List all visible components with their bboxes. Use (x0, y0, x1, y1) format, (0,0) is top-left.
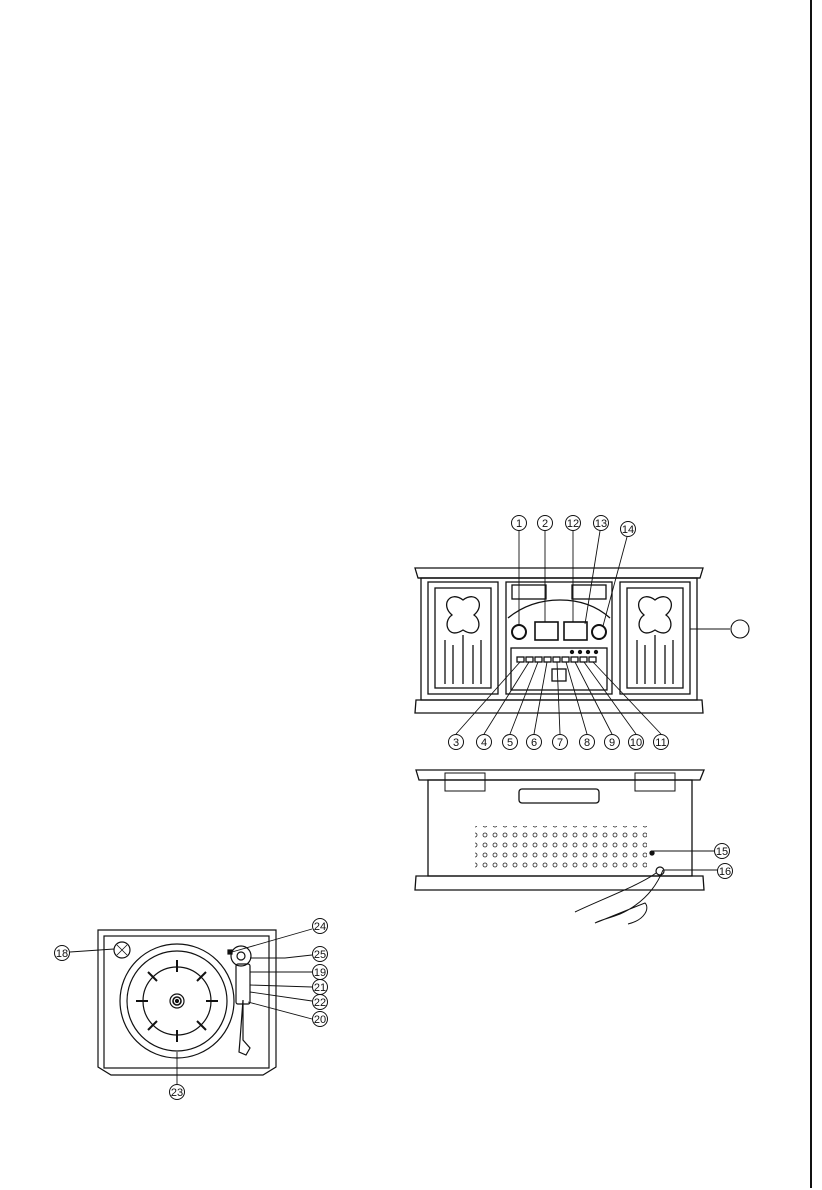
callout-21: 21 (313, 980, 328, 995)
callout-5: 5 (503, 735, 518, 750)
svg-text:4: 4 (481, 737, 487, 749)
tuning-knob (592, 625, 606, 639)
front-view-unit (415, 568, 703, 713)
svg-text:7: 7 (557, 737, 563, 749)
svg-text:2: 2 (542, 518, 548, 530)
callout-1: 1 (512, 516, 527, 531)
callout-18: 18 (55, 946, 70, 961)
callout-20: 20 (313, 1012, 328, 1027)
callout-4: 4 (477, 735, 492, 750)
svg-text:6: 6 (531, 737, 537, 749)
svg-text:5: 5 (507, 737, 513, 749)
svg-text:21: 21 (314, 982, 326, 994)
volume-knob (512, 625, 526, 639)
svg-text:16: 16 (719, 866, 731, 878)
svg-text:8: 8 (584, 737, 590, 749)
rear-vent-grill (475, 826, 647, 870)
front-callouts-top: 1 2 12 13 14 (512, 516, 636, 537)
callout-12: 12 (566, 516, 581, 531)
callout-8: 8 (580, 735, 595, 750)
callout-2: 2 (538, 516, 553, 531)
svg-text:11: 11 (655, 737, 666, 749)
callout-side-blank (731, 620, 749, 638)
svg-text:13: 13 (595, 518, 607, 530)
callout-6: 6 (527, 735, 542, 750)
svg-text:24: 24 (314, 921, 326, 933)
svg-text:15: 15 (716, 846, 728, 858)
svg-text:1: 1 (516, 518, 522, 530)
svg-text:10: 10 (630, 737, 642, 749)
svg-text:20: 20 (314, 1014, 326, 1026)
svg-text:18: 18 (56, 948, 68, 960)
svg-text:12: 12 (567, 518, 579, 530)
callout-14: 14 (621, 522, 636, 537)
callout-19: 19 (313, 965, 328, 980)
svg-text:3: 3 (453, 737, 459, 749)
callout-3: 3 (449, 735, 464, 750)
rear-view-unit (415, 770, 704, 924)
rear-callouts: 15 16 (715, 844, 733, 879)
svg-text:23: 23 (171, 1087, 183, 1099)
front-callouts-bottom: 3 4 5 6 7 8 9 10 11 (449, 735, 669, 750)
cd-slot (552, 669, 566, 681)
callout-13: 13 (594, 516, 609, 531)
svg-text:25: 25 (314, 949, 326, 961)
rear-leader-lines (653, 851, 718, 870)
callout-24: 24 (313, 919, 328, 934)
svg-text:9: 9 (609, 737, 615, 749)
callout-9: 9 (605, 735, 620, 750)
callout-10: 10 (629, 735, 644, 750)
callout-22: 22 (313, 995, 328, 1010)
cassette-display (535, 622, 558, 640)
radio-display (564, 622, 587, 640)
callout-11: 11 (654, 735, 669, 750)
callout-15: 15 (715, 844, 730, 859)
svg-text:19: 19 (314, 967, 326, 979)
svg-text:14: 14 (622, 524, 634, 536)
callout-16: 16 (718, 864, 733, 879)
callout-25: 25 (313, 947, 328, 962)
callout-23: 23 (170, 1085, 185, 1100)
callout-7: 7 (553, 735, 568, 750)
svg-text:22: 22 (314, 997, 326, 1009)
